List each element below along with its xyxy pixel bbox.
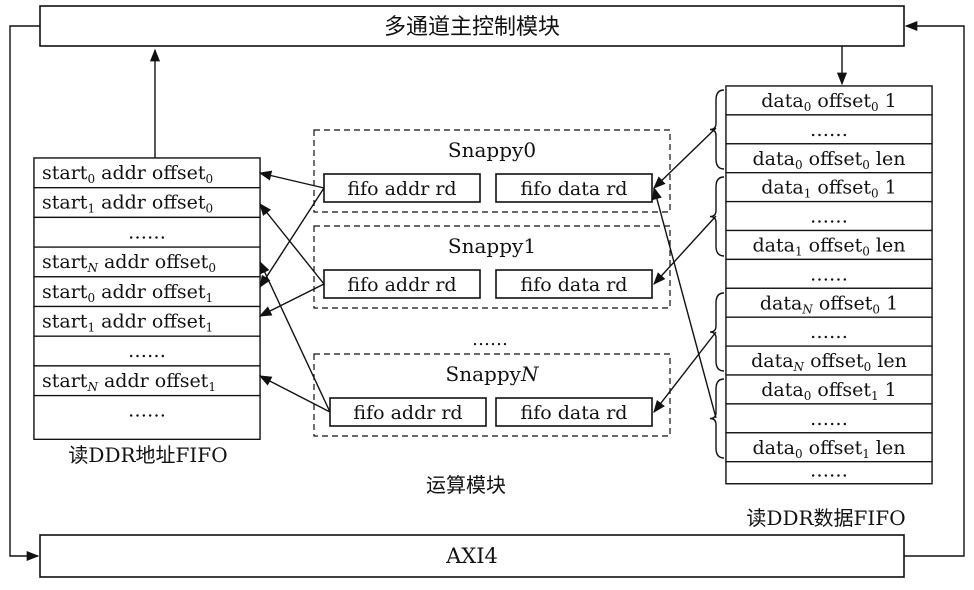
snappy-module — [313, 225, 671, 309]
connection-arrow — [258, 283, 325, 317]
data-fifo-row-label: data0 offset1 len — [753, 437, 906, 461]
data-fifo-row — [725, 229, 933, 261]
data-fifo-row — [725, 172, 933, 203]
fifo-data-rd-box — [495, 269, 653, 299]
fifo-data-rd-label: fifo data rd — [521, 402, 628, 424]
fifo-addr-rd-box — [323, 173, 481, 203]
connection-arrow — [652, 186, 717, 419]
axi4-label: AXI4 — [445, 544, 498, 568]
addr-fifo-row-label: start1 addr offset1 — [42, 311, 213, 335]
addr-fifo-row-label: startN addr offset1 — [42, 370, 216, 394]
data-fifo-group-brace — [709, 176, 725, 257]
snappy-module — [313, 129, 671, 213]
data-fifo-row-label: dataN offset0 len — [751, 350, 907, 374]
data-fifo-group-brace — [709, 89, 725, 170]
addr-fifo-row — [33, 394, 261, 440]
data-fifo-row-label: data0 offset1 1 — [761, 379, 896, 403]
connection-arrow — [653, 215, 717, 285]
data-fifo-caption: 读DDR数据FIFO — [746, 506, 905, 530]
addr-fifo-caption: 读DDR地址FIFO — [68, 443, 227, 467]
addr-fifo-row — [33, 187, 261, 219]
addr-fifo-row-label: start1 addr offset0 — [42, 192, 213, 216]
data-fifo-row-label: data1 offset0 1 — [761, 177, 896, 201]
fifo-data-rd-label: fifo data rd — [521, 274, 628, 296]
outer-loop-connections — [9, 20, 965, 562]
data-fifo-row — [725, 287, 933, 318]
addr-fifo-row-label: startN addr offset0 — [42, 251, 216, 275]
addr-fifo-row — [33, 216, 261, 248]
data-fifo-row — [725, 316, 933, 347]
connections — [258, 127, 717, 419]
connection-arrow — [259, 187, 325, 289]
addr-fifo-row — [33, 365, 261, 397]
data-fifo-row-label: data0 offset0 1 — [761, 90, 896, 114]
main-controller-block: 多通道主控制模块 — [39, 5, 905, 47]
data-fifo-group-brace — [709, 378, 725, 459]
snappy-ellipsis: …… — [472, 329, 508, 350]
data-fifo-row — [725, 461, 933, 485]
main-controller-label: 多通道主控制模块 — [384, 15, 560, 40]
data-fifo-row — [725, 200, 933, 232]
fifo-data-rd-box — [495, 173, 653, 203]
fifo-addr-rd-label: fifo addr rd — [347, 274, 456, 296]
data-fifo-row-label: …… — [810, 263, 848, 285]
fifo-data-rd-box — [495, 397, 653, 427]
data-fifo-row — [725, 85, 933, 116]
snappy-name: Snappy1 — [448, 234, 536, 258]
addr-fifo-row-label: …… — [128, 221, 166, 243]
data-fifo-row-label: …… — [810, 206, 848, 228]
addr-fifo-row-label: …… — [128, 340, 166, 362]
addr-fifo-row-label: …… — [128, 400, 166, 422]
data-fifo-group-brace — [709, 292, 725, 372]
connection-arrow — [259, 203, 325, 285]
fifo-addr-rd-label: fifo addr rd — [347, 178, 456, 200]
axi4-block: AXI4 — [39, 534, 905, 578]
snappy-name: SnappyN — [446, 362, 540, 386]
connection-arrow — [258, 375, 331, 413]
data-fifo-row-label: dataN offset0 1 — [760, 292, 898, 316]
addr-fifo-row — [33, 246, 261, 278]
data-fifo-row — [725, 143, 933, 174]
snappy-group: Snappy0 fifo addr rd fifo data rd Snappy1 fi… — [313, 129, 671, 437]
data-fifo-row-label: …… — [810, 321, 848, 343]
addr-fifo: start0 addr offset0 start1 addr offset0 ……… — [33, 157, 261, 440]
data-fifo-row-label: …… — [810, 460, 848, 482]
data-fifo-row-label: data0 offset0 len — [753, 148, 906, 172]
data-fifo-row-label: …… — [810, 408, 848, 430]
compute-module-caption: 运算模块 — [426, 473, 506, 497]
data-fifo-row — [725, 432, 933, 463]
data-fifo: data0 offset0 1 …… data0 offset0 len data1 … — [709, 85, 933, 485]
addr-fifo-row — [33, 157, 261, 189]
data-fifo-row-label: …… — [810, 119, 848, 141]
connection-arrow — [259, 260, 331, 413]
connection-arrow — [653, 127, 717, 189]
addr-fifo-row-label: start0 addr offset0 — [42, 162, 213, 186]
data-fifo-row — [725, 114, 933, 145]
connection-arrow — [653, 331, 717, 413]
connection-arrow — [258, 170, 325, 189]
data-fifo-row-label: data1 offset0 len — [753, 235, 906, 259]
snappy-name: Snappy0 — [448, 138, 536, 162]
data-fifo-row — [725, 345, 933, 376]
addr-fifo-row-label: start0 addr offset1 — [42, 281, 213, 305]
fifo-addr-rd-box — [329, 397, 487, 427]
data-fifo-row — [725, 258, 933, 289]
snappy-module — [313, 353, 671, 437]
fifo-data-rd-label: fifo data rd — [521, 178, 628, 200]
fifo-addr-rd-label: fifo addr rd — [353, 402, 462, 424]
